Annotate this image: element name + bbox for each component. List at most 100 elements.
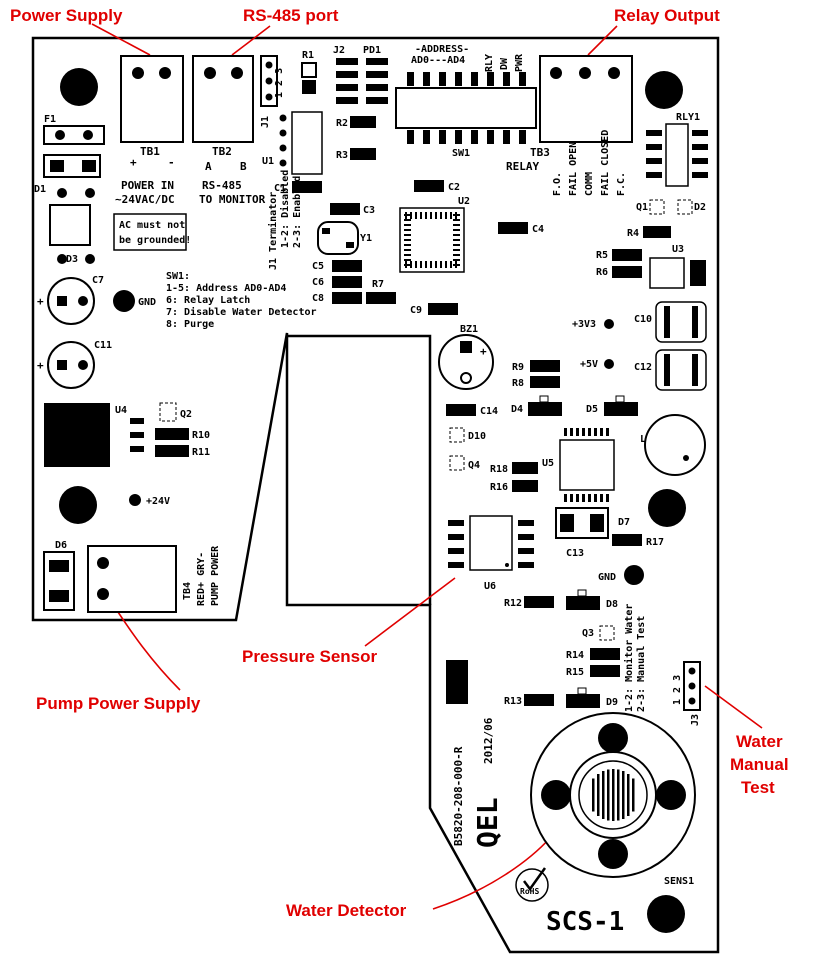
capacitor-c13-pad: [590, 514, 604, 532]
pin: [265, 93, 273, 101]
diode-d6-pad: [49, 590, 69, 602]
j1-option1-label: 1-2: Disabled: [279, 170, 291, 248]
u2-pin: [425, 212, 427, 219]
sw1-legend-line: 7: Disable Water Detector: [166, 306, 317, 318]
fuse-f1-pad: [83, 130, 93, 140]
u2-pin: [453, 229, 460, 231]
pad: [448, 548, 464, 554]
pad: [518, 520, 534, 526]
ref-c13: C13: [566, 548, 584, 559]
u2-pin: [404, 214, 411, 216]
mount-hole-top-left: [60, 68, 98, 106]
address-label: -ADDRESS-: [415, 44, 469, 55]
diode-d8: [566, 596, 600, 610]
ref-r11: R11: [192, 447, 210, 458]
comm-label: COMM: [584, 172, 595, 196]
buzzer-bz1-pad: [460, 372, 472, 384]
diode-d1-pad: [82, 160, 96, 172]
u2-pin: [453, 224, 460, 226]
resistor-r10: [155, 428, 189, 440]
ref-d7: D7: [618, 517, 630, 528]
capacitor-c10-pad: [692, 306, 698, 338]
leader-water-manual-test: [704, 685, 763, 729]
ref-r3: R3: [336, 150, 348, 161]
u2-pin: [430, 261, 432, 268]
model-label: SCS-1: [546, 907, 624, 937]
ref-r1: R1: [302, 50, 314, 61]
sensor-grid: [592, 769, 635, 821]
tb3-pin: [550, 67, 562, 79]
sw1-pin: [471, 72, 478, 86]
u2-pin: [404, 249, 411, 251]
sensor-grid-bar: [627, 774, 630, 816]
ref-d5: D5: [586, 404, 598, 415]
pin: [265, 77, 273, 85]
ref-r9: R9: [512, 362, 524, 373]
ref-q1: Q1: [636, 202, 648, 213]
ref-u1: U1: [262, 156, 274, 167]
label-block: [446, 660, 468, 704]
tb4-terminal-block: [87, 545, 177, 613]
sw1-pin: [519, 72, 526, 86]
callout-pump-power-supply: Pump Power Supply: [36, 694, 201, 713]
ref-c5: C5: [312, 261, 324, 272]
resistor-r17: [612, 534, 642, 546]
sensor-pad-right: [656, 780, 686, 810]
c7-plus: +: [37, 295, 44, 308]
pad: [85, 254, 95, 264]
u5-pin: [582, 428, 585, 436]
diode-d3-body: [49, 204, 91, 246]
j1-option2-label: 2-3: Enabled: [292, 176, 303, 248]
c11-plus: +: [37, 359, 44, 372]
u2-pin: [453, 219, 460, 221]
ref-r16: R16: [490, 482, 508, 493]
rohs-check: [523, 867, 547, 892]
tb2-pin: [204, 67, 216, 79]
header-pin-labels: 1 2 3: [274, 68, 285, 98]
pad: [336, 58, 358, 65]
sw1-pin: [423, 130, 430, 144]
tb2-a-label: A: [205, 160, 212, 173]
u5-pin: [606, 428, 609, 436]
tb4-pin: [97, 557, 109, 569]
capacitor-c5: [332, 260, 362, 272]
ref-u3: U3: [672, 244, 684, 255]
ref-r17: R17: [646, 537, 664, 548]
resistor-r14: [590, 648, 620, 660]
pad: [336, 84, 358, 91]
pad: [336, 97, 358, 104]
capacitor-c4: [498, 222, 528, 234]
ref-f1: F1: [44, 114, 56, 125]
inductor-l1-pad: [683, 455, 689, 461]
dip-switch-sw1: [395, 87, 537, 129]
capacitor-c7-pad: [78, 296, 88, 306]
pad: [366, 58, 388, 65]
capacitor-c10: [655, 301, 707, 343]
sw1-pin: [471, 130, 478, 144]
sw1-pin: [439, 130, 446, 144]
u2-pin: [435, 261, 437, 268]
board-cutout: [287, 334, 432, 605]
mount-hole-top-right: [645, 71, 683, 109]
leader-power-supply: [91, 23, 151, 56]
u5-pin: [588, 428, 591, 436]
rs485-label: RS-485: [202, 179, 242, 192]
ref-d3: D3: [66, 254, 78, 265]
ref-c7: C7: [92, 275, 104, 286]
ref-d8: D8: [606, 599, 618, 610]
pin: [279, 159, 287, 167]
u2-pin: [404, 239, 411, 241]
pad: [85, 188, 95, 198]
u2-pin: [430, 212, 432, 219]
v5-label: +5V: [580, 359, 598, 370]
power-spec-label: ~24VAC/DC: [115, 193, 175, 206]
ref-d2: D2: [694, 202, 706, 213]
sensor-pad-left: [541, 780, 571, 810]
pin: [265, 61, 273, 69]
u2-pin: [455, 212, 457, 219]
diode-d5-mark: [615, 395, 625, 403]
u5-pin: [570, 494, 573, 502]
callout-relay-output: Relay Output: [614, 6, 720, 25]
sw1-pin: [407, 72, 414, 86]
capacitor-c12-pad: [664, 354, 670, 386]
